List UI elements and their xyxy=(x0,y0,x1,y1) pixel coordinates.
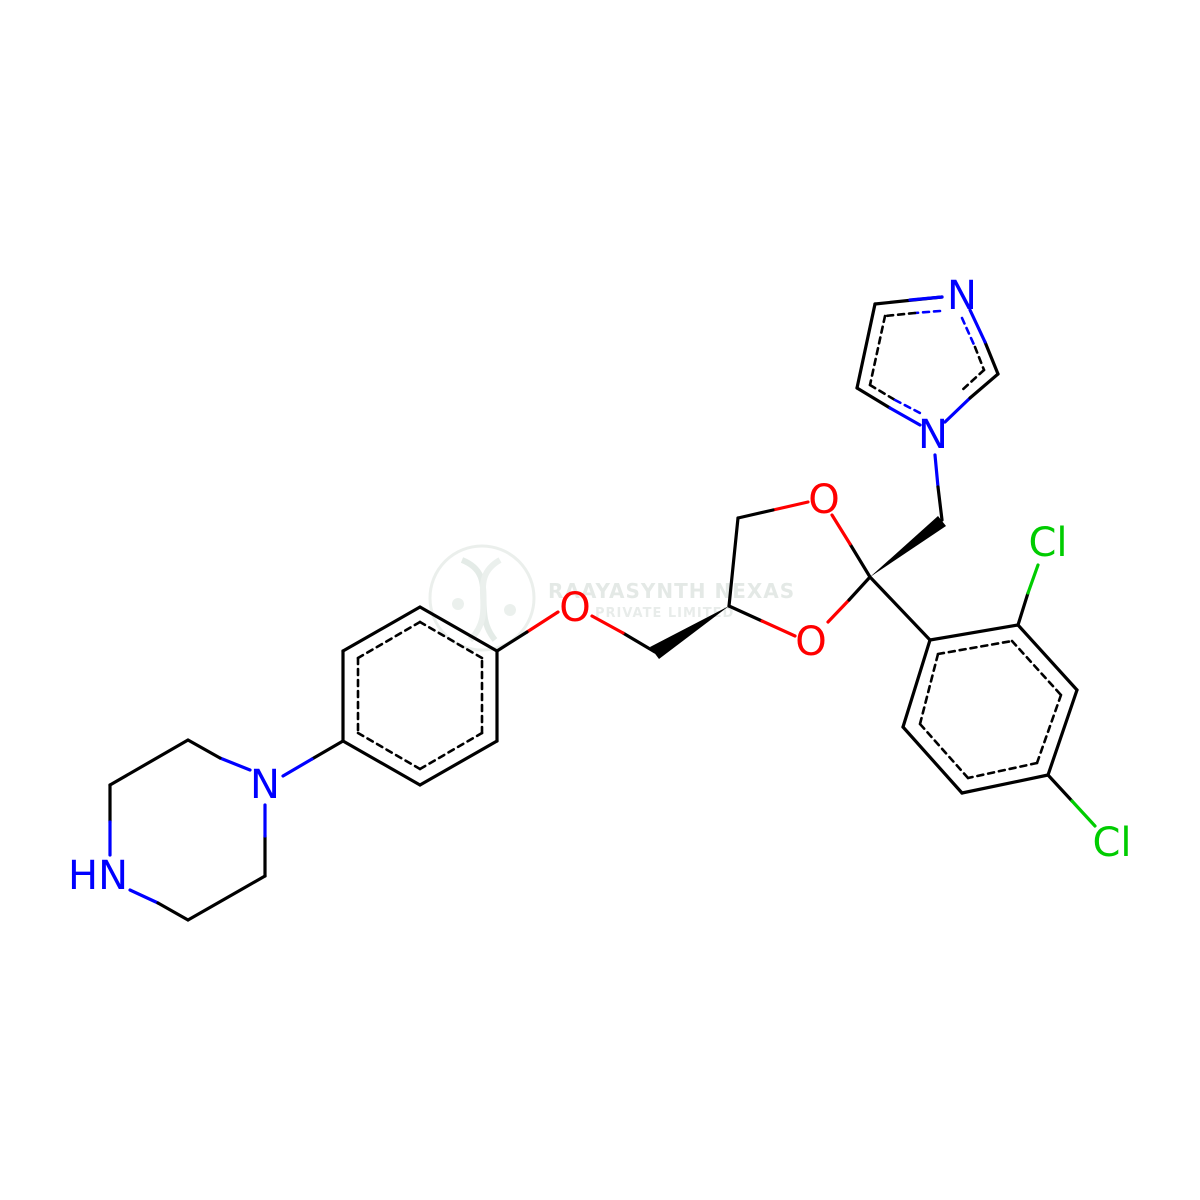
bond-aromatic-dash xyxy=(868,314,887,387)
bond-aromatic-dash xyxy=(966,761,1039,780)
bond-aromatic-dash xyxy=(973,345,986,372)
bond-aromatic-dash xyxy=(1035,693,1063,765)
bond-aromatic-dash xyxy=(418,620,484,660)
watermark-logo-icon xyxy=(428,544,536,652)
bond-c4-o3-red xyxy=(760,619,797,638)
bond-c2-aryl xyxy=(868,575,932,642)
bond-pip-1 xyxy=(186,738,222,760)
atom-o-dioxolane-bottom: O xyxy=(795,619,826,665)
bond-aromatic-dash xyxy=(936,639,1014,656)
bond-c-cl-para-green xyxy=(1070,799,1097,828)
bond-pip-1-blue xyxy=(218,756,252,772)
bond-c2-o1 xyxy=(848,542,872,579)
watermark-name: RAAYASYNTH NEXAS xyxy=(548,579,795,603)
atom-n-imidazole-bottom: N xyxy=(918,412,948,458)
bond-ar-3 xyxy=(1046,688,1079,777)
bond-pip-4-blue xyxy=(128,888,160,905)
bond-aromatic-dash xyxy=(958,368,986,394)
bond-ph-2 xyxy=(341,605,422,653)
atom-n-imidazole-top: N xyxy=(947,273,977,319)
bond-n-ch2 xyxy=(933,453,940,489)
wedge-bonds xyxy=(650,516,946,659)
bond-c4-o3 xyxy=(727,604,764,623)
bond-o1-c5 xyxy=(771,500,810,512)
atom-nh-piperazine: HN xyxy=(68,853,128,899)
bond-pip-2 xyxy=(108,738,190,787)
bond-ar-4 xyxy=(960,773,1050,795)
atom-o-ether: O xyxy=(559,585,590,631)
wedge-c2-ch2 xyxy=(870,516,946,577)
bond-aromatic-dash xyxy=(960,316,977,349)
atom-cl-ortho: Cl xyxy=(1028,520,1067,566)
bond-c-cl-para xyxy=(1046,773,1074,803)
bond-o1-c5-black xyxy=(736,508,775,520)
bond-o3-c2-black xyxy=(847,575,872,602)
bond-c2-o1-red xyxy=(830,513,852,546)
bond-pip-5 xyxy=(186,874,267,922)
bond-aromatic-dash xyxy=(418,731,484,771)
bond-ar-6 xyxy=(901,638,932,729)
bond-aromatic-dash xyxy=(1010,639,1063,697)
bond-c2-n1 xyxy=(983,340,1000,376)
bond-aromatic-dash xyxy=(356,620,422,660)
bond-n1-c5-blue xyxy=(908,295,944,302)
watermark: RAAYASYNTH NEXAS PRIVATE LIMITED xyxy=(428,544,795,652)
wedge-c4-ch2 xyxy=(650,606,729,659)
bond-c5-c4 xyxy=(727,516,740,608)
bond-aromatic-dash xyxy=(918,722,970,780)
bond-aromatic-dash xyxy=(883,311,917,318)
bond-ch2-o xyxy=(621,631,657,654)
watermark-subtitle: PRIVATE LIMITED xyxy=(595,606,734,621)
bond-aromatic-dash xyxy=(918,652,940,726)
bond-ar-1 xyxy=(928,623,1020,642)
bond-aromatic-dash xyxy=(356,731,422,771)
bond-ph-1 xyxy=(418,605,499,653)
bond-o3-c2 xyxy=(826,598,851,624)
bond-ch2-o-red xyxy=(590,614,625,635)
bond-c4-n3 xyxy=(855,386,892,410)
bond-ph-4 xyxy=(341,739,422,787)
bond-c2-n1-blue xyxy=(968,308,987,344)
bond-n-ch2-black xyxy=(936,485,944,522)
atom-labels: N N O O O N HN Cl Cl xyxy=(68,273,1132,899)
bond-c4-n3-blue xyxy=(888,406,922,427)
bond-ar-2 xyxy=(1016,623,1079,692)
bond-c-cl-ortho xyxy=(1016,591,1030,627)
bond-o-aryl xyxy=(495,630,529,653)
bond-pip-4 xyxy=(156,901,190,922)
bond-n3-c2-black xyxy=(968,372,1000,400)
atom-o-dioxolane-top: O xyxy=(808,477,839,523)
bond-ar-5 xyxy=(901,725,964,795)
bond-aryl-n-blue xyxy=(281,757,314,778)
bond-aromatic-dash xyxy=(868,383,897,402)
bond-o-aryl-red xyxy=(525,610,560,634)
bond-n3-c2 xyxy=(943,396,972,424)
bond-ph-5 xyxy=(418,739,499,787)
bond-aromatic-dash xyxy=(913,309,942,315)
bond-aromatic-dash xyxy=(893,398,922,415)
bonds xyxy=(108,295,1097,922)
atom-cl-para: Cl xyxy=(1092,820,1131,866)
bond-aryl-n xyxy=(310,739,345,761)
bond-c-cl-ortho-green xyxy=(1026,563,1040,595)
bond-c5-c4 xyxy=(855,302,877,390)
atom-n-piperazine-aryl: N xyxy=(250,762,280,808)
